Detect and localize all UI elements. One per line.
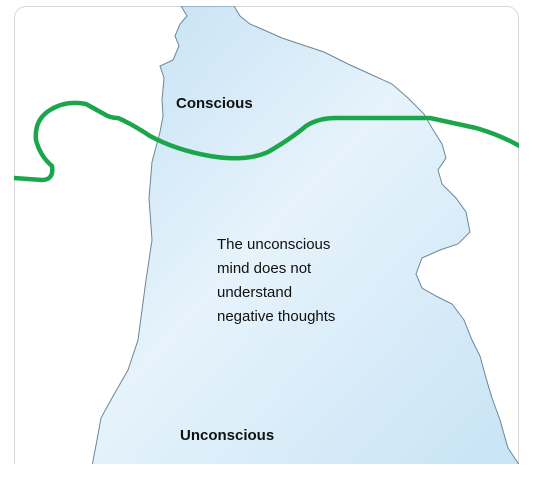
unconscious-label: Unconscious (180, 427, 274, 444)
body-text-line-2: mind does not (217, 260, 312, 277)
conscious-label: Conscious (176, 95, 253, 112)
body-text-line-1: The unconscious (217, 236, 330, 253)
body-text-line-4: negative thoughts (217, 308, 335, 325)
body-text-line-3: understand (217, 284, 292, 301)
